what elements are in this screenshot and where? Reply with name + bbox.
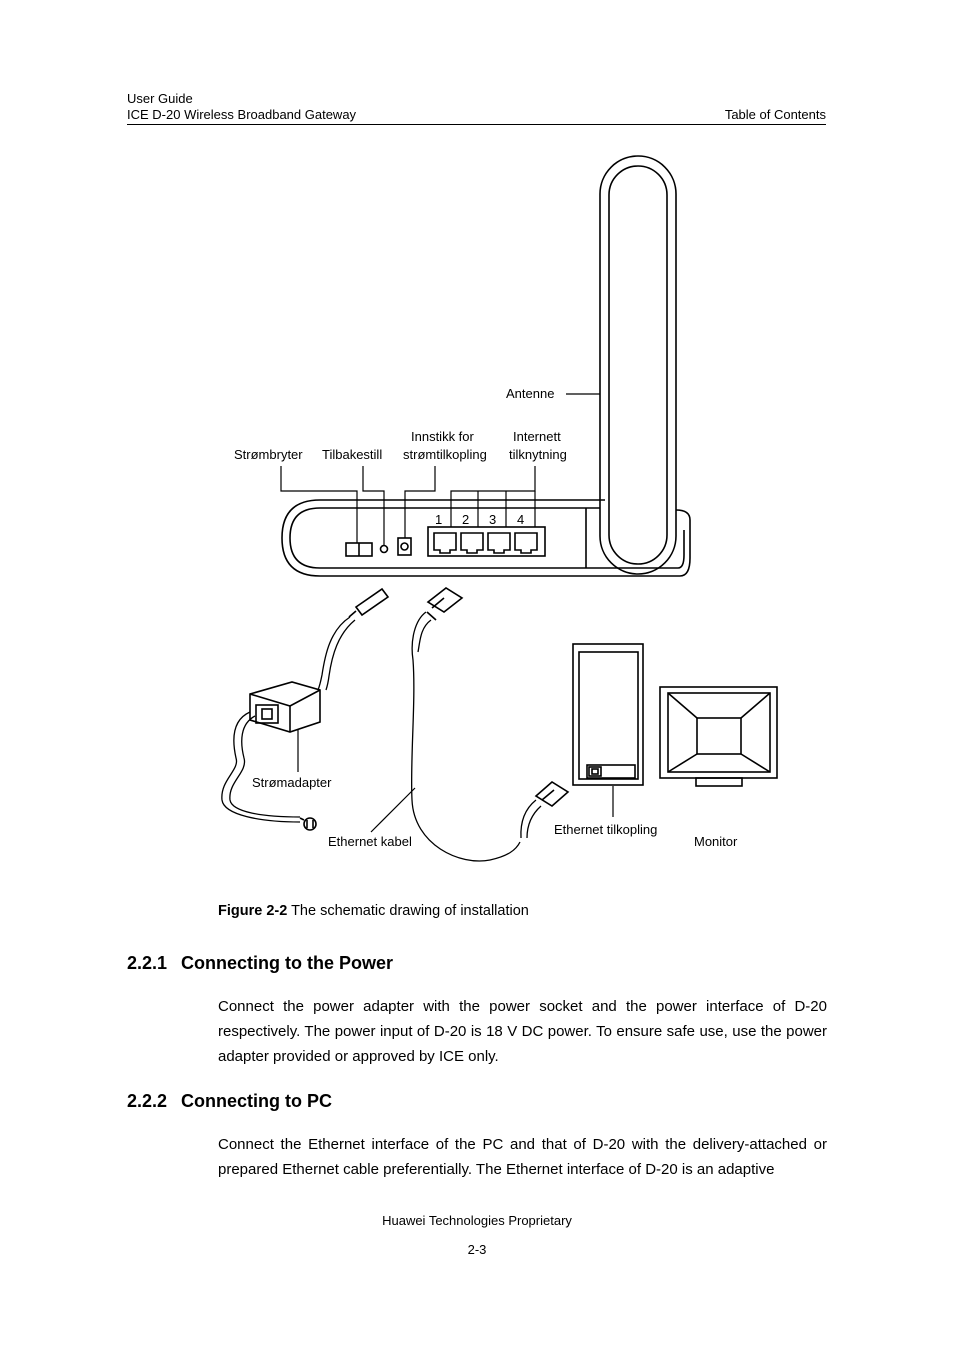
header-doc-type: User Guide: [127, 91, 193, 106]
label-power-socket-line2: strømtilkopling: [403, 447, 487, 462]
antenna-icon: [599, 155, 677, 575]
section-heading-power: 2.2.1 Connecting to the Power: [127, 953, 393, 974]
label-internet-line1: Internett: [513, 429, 561, 444]
footer-page-number: 2-3: [467, 1242, 487, 1257]
ac-plug-icon: [299, 817, 317, 831]
reset-hole-icon: [379, 544, 389, 554]
label-monitor: Monitor: [694, 834, 738, 849]
figure-caption-label: Figure 2-2: [218, 903, 288, 919]
label-port-1: 1: [435, 512, 443, 527]
ethernet-ports-icon: [427, 526, 546, 557]
label-internet-line2: tilknytning: [509, 447, 567, 462]
pc-tower-icon: [572, 643, 644, 786]
footer-proprietary: Huawei Technologies Proprietary: [382, 1213, 572, 1228]
header-rule: [127, 124, 826, 125]
label-ethernet-cable: Ethernet kabel: [328, 834, 412, 849]
section-body-pc: Connect the Ethernet interface of the PC…: [218, 1136, 827, 1178]
power-socket-icon: [397, 537, 412, 556]
label-ethernet-connection: Ethernet tilkopling: [554, 822, 658, 837]
power-adapter-icon: [249, 681, 321, 733]
figure-caption: Figure 2-2 The schematic drawing of inst…: [218, 903, 529, 919]
header-section: Table of Contents: [724, 107, 826, 122]
ethernet-connector-bottom-icon: [534, 781, 570, 807]
label-power-socket-line1: Innstikk for: [411, 429, 474, 444]
label-port-3: 3: [489, 512, 497, 527]
label-antenne: Antenne: [506, 386, 555, 401]
installation-diagram: [221, 155, 778, 862]
label-power-switch: Strømbryter: [234, 447, 303, 462]
section-title: Connecting to the Power: [181, 953, 394, 973]
label-port-4: 4: [517, 512, 525, 527]
label-power-adapter: Strømadapter: [252, 775, 332, 790]
header-product-title: ICE D-20 Wireless Broadband Gateway: [127, 107, 357, 122]
section-body-power: Connect the power adapter with the power…: [218, 998, 827, 1065]
section-number: 2.2.1: [127, 953, 168, 973]
figure-caption-text: The schematic drawing of installation: [291, 903, 529, 919]
section-heading-pc: 2.2.2 Connecting to PC: [127, 1091, 332, 1112]
ethernet-connector-top-icon: [426, 587, 464, 621]
monitor-icon: [659, 686, 778, 787]
section-number: 2.2.2: [127, 1091, 168, 1111]
section-title: Connecting to PC: [181, 1091, 332, 1111]
dc-plug-icon: [348, 587, 390, 618]
label-port-2: 2: [462, 512, 470, 527]
label-reset: Tilbakestill: [322, 447, 383, 462]
router-icon: [281, 499, 691, 577]
